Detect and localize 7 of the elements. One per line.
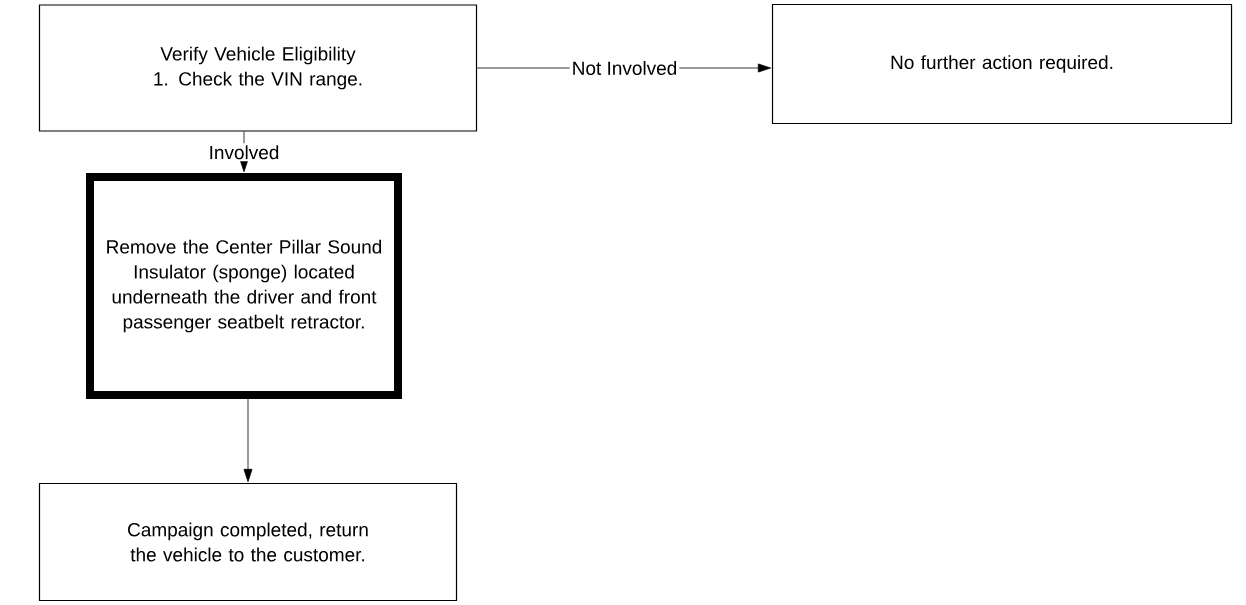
arrow bbox=[243, 398, 253, 482]
process-box: Campaign completed, return the vehicle to the customer. bbox=[38, 482, 458, 602]
process-box: Remove the Center Pillar Sound Insulator (sponge) located underneath the driver and front passenger seatbelt retractor. bbox=[86, 173, 402, 399]
process-box: No further action required. bbox=[771, 3, 1233, 125]
process-box: Verify Vehicle Eligibility 1. Check the VIN range. bbox=[38, 4, 478, 132]
edge-label: Not Involved bbox=[569, 59, 680, 77]
edge-label: Involved bbox=[206, 143, 282, 162]
